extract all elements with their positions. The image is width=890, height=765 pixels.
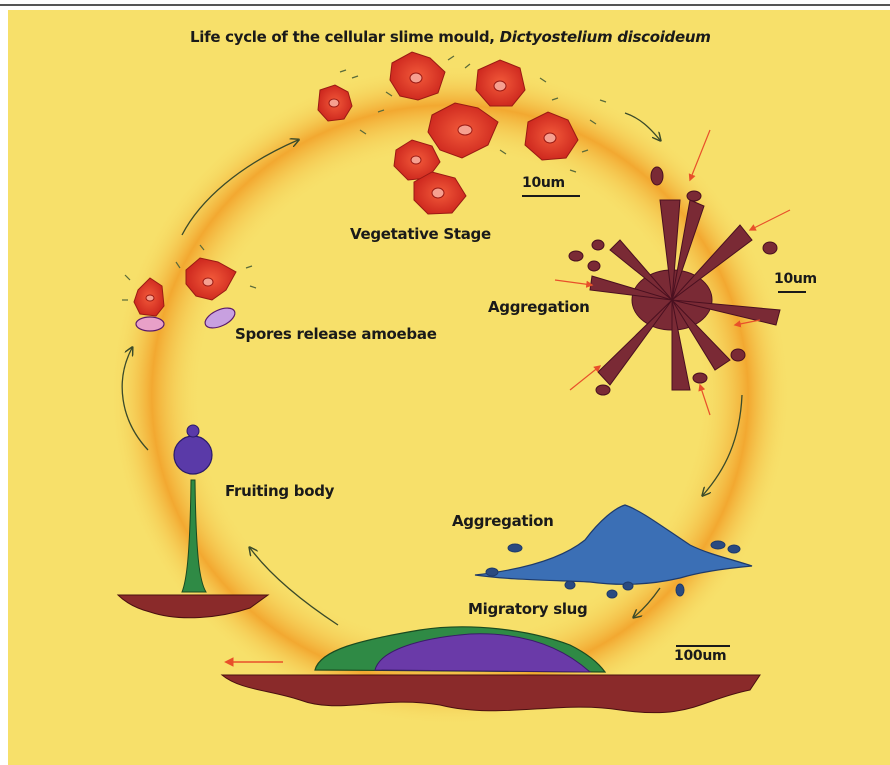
- label-fruiting-body: Fruiting body: [225, 482, 334, 500]
- label-migratory-slug: Migratory slug: [468, 600, 587, 618]
- label-aggregation-1: Aggregation: [488, 298, 590, 316]
- title-species: Dictyostelium discoideum: [500, 28, 711, 46]
- label-spores: Spores release amoebae: [235, 325, 437, 343]
- scale-label-vegetative: 10um: [522, 175, 565, 191]
- label-vegetative: Vegetative Stage: [350, 225, 491, 243]
- title-main: Life cycle of the cellular slime mould,: [190, 28, 500, 46]
- scale-label-aggregation: 10um: [774, 271, 817, 287]
- label-aggregation-2: Aggregation: [452, 512, 554, 530]
- diagram-title: Life cycle of the cellular slime mould, …: [190, 28, 711, 46]
- scale-label-slug: 100um: [674, 648, 726, 664]
